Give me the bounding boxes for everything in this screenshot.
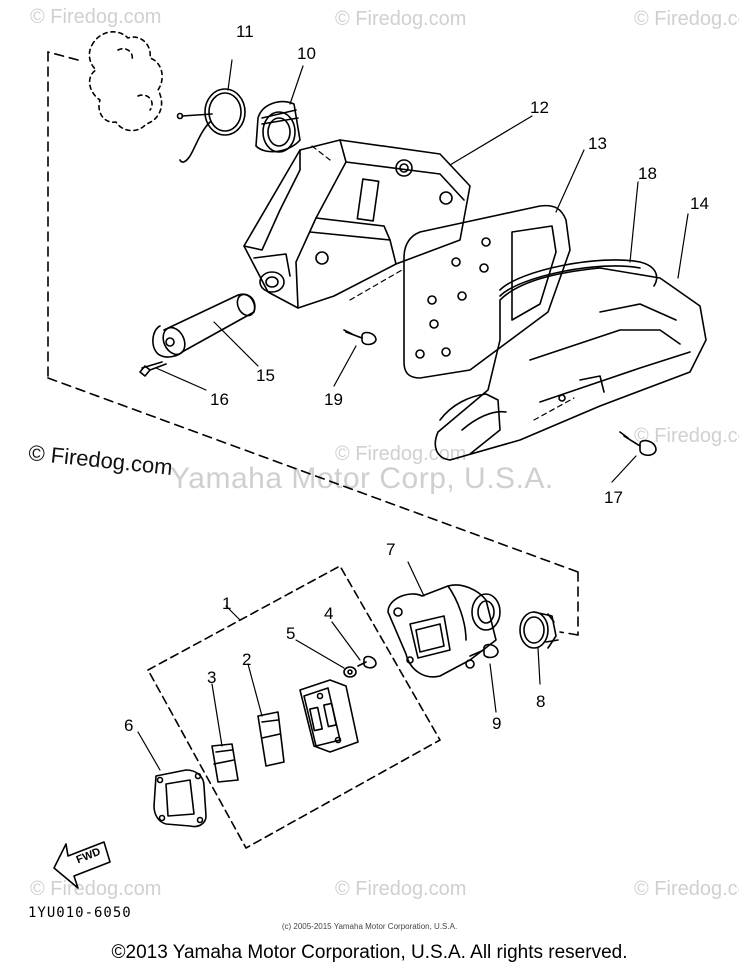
reed-valve-body <box>299 679 359 753</box>
watermark-top-center: © Firedog.com <box>335 8 467 30</box>
callout-1: 1 <box>222 594 232 613</box>
part-16-screw <box>139 361 167 377</box>
callout-7: 7 <box>386 540 396 559</box>
fwd-arrow <box>53 841 111 889</box>
part-11-oring <box>176 88 246 163</box>
watermark-bottom-left: © Firedog.com <box>30 878 162 900</box>
leader-lines-lower <box>137 561 541 771</box>
engine-case-fragment <box>88 31 163 132</box>
leader-lines-upper <box>155 59 689 483</box>
part-2-reed <box>257 711 285 767</box>
watermark-mid-right: © Firedog.com <box>634 425 739 447</box>
callout-18: 18 <box>638 164 657 183</box>
part-19-screw <box>343 329 377 346</box>
callout-10: 10 <box>297 44 316 63</box>
part-15-intake-pipe <box>152 293 256 358</box>
part-8-clamp <box>519 611 559 649</box>
callout-4: 4 <box>324 604 334 623</box>
callout-3: 3 <box>207 668 217 687</box>
part-7-manifold <box>387 584 501 678</box>
watermark-bottom-right: © Firedog.com <box>634 878 739 900</box>
part-3-reed-stopper <box>211 743 239 783</box>
callout-15: 15 <box>256 366 275 385</box>
callout-14: 14 <box>690 194 709 213</box>
diagram-code: 1YU010-6050 <box>28 905 132 921</box>
part-1-assembly-boundary <box>147 565 441 849</box>
footer-copyright: ©2013 Yamaha Motor Corporation, U.S.A. A… <box>111 942 628 963</box>
watermark-bottom-center: © Firedog.com <box>335 878 467 900</box>
callout-8: 8 <box>536 692 546 711</box>
callout-9: 9 <box>492 714 502 733</box>
part-17-screw <box>619 431 657 457</box>
callout-2: 2 <box>242 650 252 669</box>
part-6-gasket <box>153 769 207 828</box>
watermark-top-right: © Firedog.com <box>634 8 739 30</box>
watermark-top-left: © Firedog.com <box>30 6 162 28</box>
part-5-washer <box>343 666 357 678</box>
callout-11: 11 <box>236 22 254 41</box>
callout-13: 13 <box>588 134 607 153</box>
callout-17: 17 <box>604 488 623 507</box>
watermark-mid-center: © Firedog.com <box>335 443 467 465</box>
part-18-seal <box>499 259 658 297</box>
callout-16: 16 <box>210 390 229 409</box>
callout-5: 5 <box>286 624 296 643</box>
callout-12: 12 <box>530 98 549 117</box>
watermark-yamaha-overlay: Yamaha Motor Corp, U.S.A. <box>170 462 554 495</box>
part-12-airbox-case <box>243 139 471 309</box>
part-14-airbox-cover <box>434 267 707 461</box>
callout-6: 6 <box>124 716 134 735</box>
upper-assembly-boundary <box>47 51 579 636</box>
part-10-seal <box>255 100 301 153</box>
part-4-screw <box>357 655 377 669</box>
part-13-filter-plate <box>403 204 571 379</box>
callout-19: 19 <box>324 390 343 409</box>
small-copyright: (c) 2005-2015 Yamaha Motor Corporation, … <box>281 922 458 931</box>
part-9-bolt <box>469 643 499 659</box>
